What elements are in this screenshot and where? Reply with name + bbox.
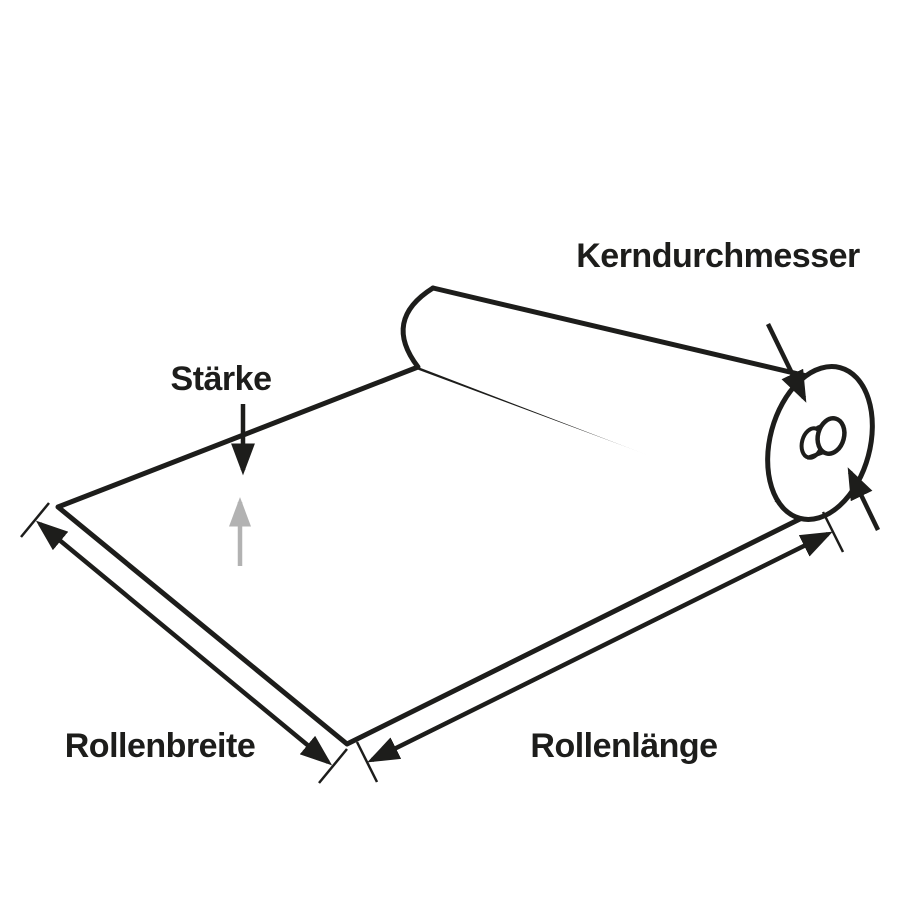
label-rollenlaenge: Rollenlänge: [530, 727, 717, 765]
roll-top-edge: [430, 285, 848, 388]
rollenlaenge-dimension-arrow: [367, 531, 833, 763]
kerndurchmesser-arrow-upper: [765, 323, 807, 403]
label-staerke: Stärke: [171, 360, 272, 398]
rollenbreite-dimension-arrow: [35, 520, 333, 766]
ink-linework: [20, 285, 881, 784]
rollenbreite-tick-end: [318, 748, 348, 784]
roll-body-fill: [404, 288, 868, 503]
diagram-labels: Kerndurchmesser Stärke Rollenbreite Roll…: [65, 237, 861, 765]
kerndurchmesser-arrow-lower: [847, 467, 881, 531]
rollenlaenge-tick-end: [821, 511, 845, 553]
rollenbreite-tick-start: [20, 502, 50, 538]
roll-left-cap: [400, 285, 436, 370]
rollenlaenge-tick-start: [355, 741, 379, 783]
label-kerndurchmesser: Kerndurchmesser: [576, 237, 860, 275]
label-rollenbreite: Rollenbreite: [65, 727, 255, 765]
core-front-rim: [815, 416, 847, 456]
